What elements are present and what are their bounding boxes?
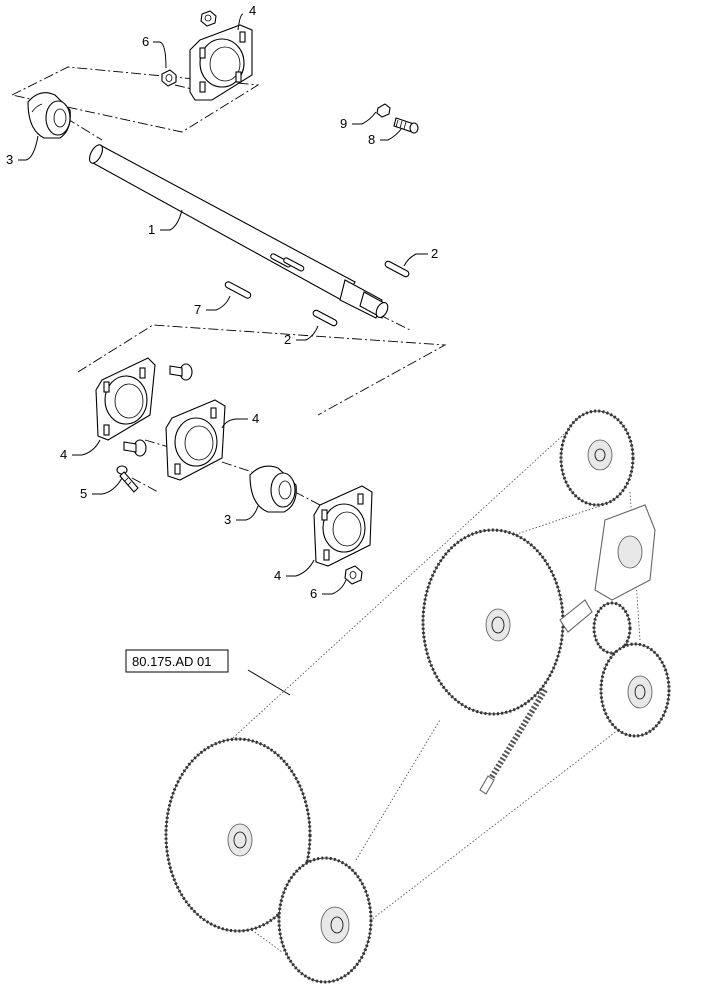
callout-2-right: 2 bbox=[431, 246, 438, 261]
nut-6-bottom bbox=[344, 565, 363, 585]
reference-label[interactable]: 80.175.AD 01 bbox=[132, 654, 212, 669]
nut-6-top bbox=[161, 69, 177, 87]
bearing-bottom bbox=[249, 465, 297, 513]
callouts: 4 6 3 9 8 1 2 7 2 4 4 5 3 4 6 bbox=[6, 3, 438, 601]
bolt-8 bbox=[393, 117, 419, 134]
callout-6-top: 6 bbox=[142, 34, 149, 49]
carriage-bolt-mid bbox=[123, 439, 147, 457]
callout-8: 8 bbox=[368, 132, 375, 147]
phantom-lines bbox=[11, 66, 447, 506]
leader-lines bbox=[18, 13, 428, 696]
nut-top bbox=[200, 10, 217, 27]
callout-3-bottom: 3 bbox=[224, 512, 231, 527]
callout-4-left: 4 bbox=[60, 447, 67, 462]
callout-4-top: 4 bbox=[249, 3, 256, 18]
flange-plate-bottom bbox=[313, 485, 373, 567]
nut-9 bbox=[376, 103, 391, 118]
key-bottom bbox=[312, 309, 338, 327]
drive-system bbox=[164, 409, 671, 984]
reference-box[interactable]: 80.175.AD 01 bbox=[125, 649, 229, 673]
callout-5: 5 bbox=[80, 486, 87, 501]
shaft bbox=[89, 144, 389, 319]
flange-plate-mid bbox=[165, 399, 226, 481]
key-right bbox=[384, 260, 410, 278]
key-7 bbox=[224, 281, 252, 299]
callout-2-bottom: 2 bbox=[284, 332, 291, 347]
callout-7: 7 bbox=[194, 302, 201, 317]
callout-4-mid: 4 bbox=[252, 411, 259, 426]
callout-9: 9 bbox=[340, 116, 347, 131]
carriage-bolt-top bbox=[169, 363, 193, 381]
callout-1: 1 bbox=[148, 222, 155, 237]
flange-plate-top bbox=[189, 24, 253, 101]
bearing-top bbox=[27, 92, 71, 139]
bolt-5 bbox=[116, 465, 139, 493]
callout-4-bottom: 4 bbox=[274, 568, 281, 583]
callout-3-top: 3 bbox=[6, 152, 13, 167]
flange-plate-left bbox=[95, 357, 156, 441]
callout-6-bottom: 6 bbox=[310, 586, 317, 601]
